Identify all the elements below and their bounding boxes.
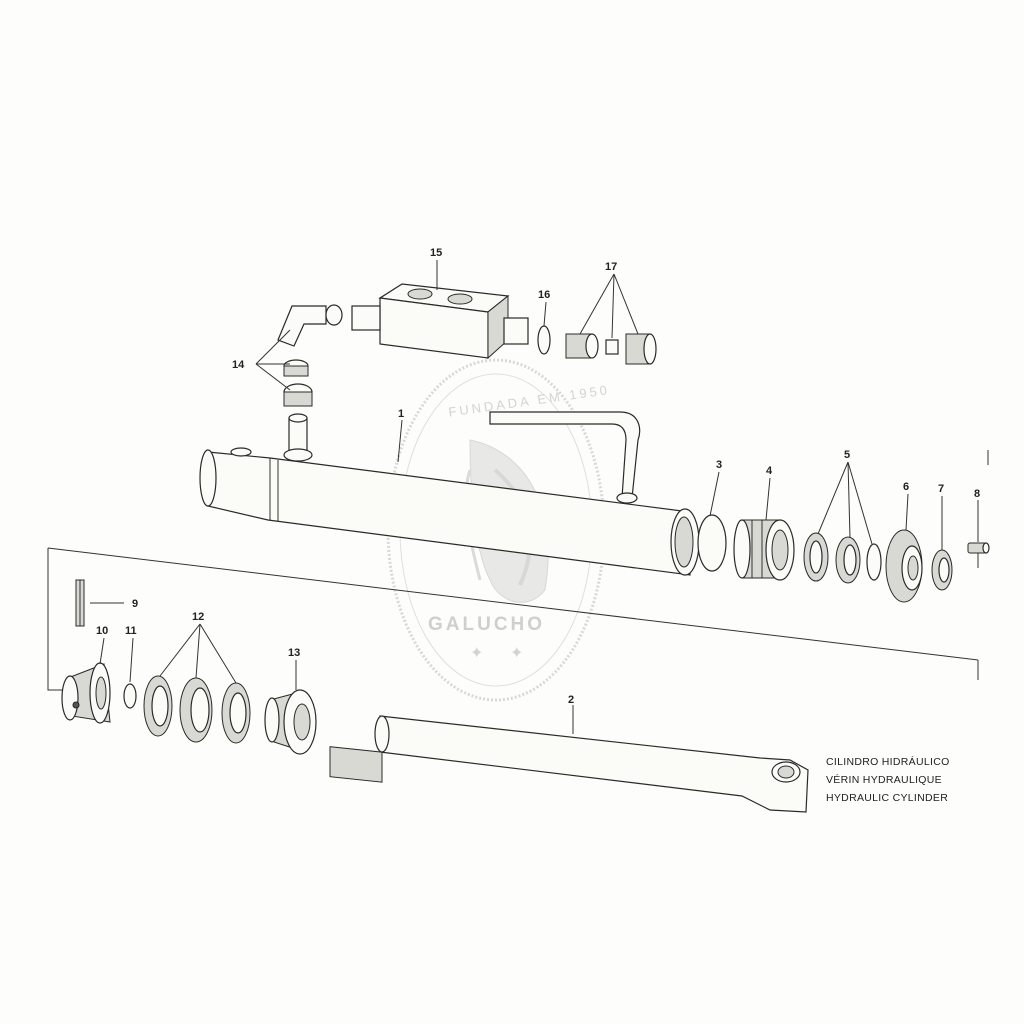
- callout-labels: 1 2 3 4 5 6 7 8 9 10 11 12 13 14 15 16 1…: [96, 247, 980, 706]
- callout-10: 10: [96, 625, 108, 637]
- callout-9: 9: [132, 598, 138, 610]
- callout-12: 12: [192, 611, 204, 623]
- caption-portuguese: CILINDRO HIDRÁULICO: [826, 756, 950, 768]
- part-1-cylinder-body: [199, 411, 700, 576]
- callout-7: 7: [938, 483, 944, 495]
- part-14-elbow-fitting: [277, 304, 343, 407]
- callout-8: 8: [974, 488, 980, 500]
- part-12-piston-seals: [143, 675, 251, 744]
- part-3-o-ring: [697, 514, 727, 572]
- callout-2: 2: [568, 694, 574, 706]
- watermark-name: GALUCHO: [428, 614, 545, 635]
- callout-4: 4: [766, 465, 773, 477]
- part-8-grub-screw: [967, 542, 990, 554]
- callout-1: 1: [398, 408, 404, 420]
- part-6-gland-nut: [885, 529, 923, 603]
- svg-text:✦: ✦: [510, 643, 523, 662]
- caption-english: HYDRAULIC CYLINDER: [826, 792, 949, 804]
- callout-17: 17: [605, 261, 617, 273]
- part-13-piston-bush: [264, 689, 317, 755]
- callout-3: 3: [716, 459, 722, 471]
- part-16-washer: [537, 325, 551, 355]
- part-9-pin: [75, 579, 85, 627]
- callout-15: 15: [430, 247, 442, 259]
- part-15-valve-block: [351, 283, 529, 360]
- part-7-wiper-ring: [931, 549, 953, 591]
- svg-text:✦: ✦: [470, 643, 483, 662]
- callout-14: 14: [232, 359, 245, 371]
- callout-6: 6: [903, 481, 909, 493]
- callout-16: 16: [538, 289, 550, 301]
- part-5-seals: [803, 532, 882, 584]
- callout-5: 5: [844, 449, 850, 461]
- part-10-end-cap: [61, 662, 111, 724]
- part-17-adapter-fittings: [565, 333, 657, 365]
- part-2-piston-rod: [329, 715, 809, 813]
- caption-french: VÉRIN HYDRAULIQUE: [826, 774, 942, 786]
- part-11-small-o-ring: [123, 683, 137, 709]
- leader-lines: [90, 260, 979, 734]
- callout-13: 13: [288, 647, 300, 659]
- part-4-gland: [733, 519, 795, 581]
- callout-11: 11: [125, 625, 137, 637]
